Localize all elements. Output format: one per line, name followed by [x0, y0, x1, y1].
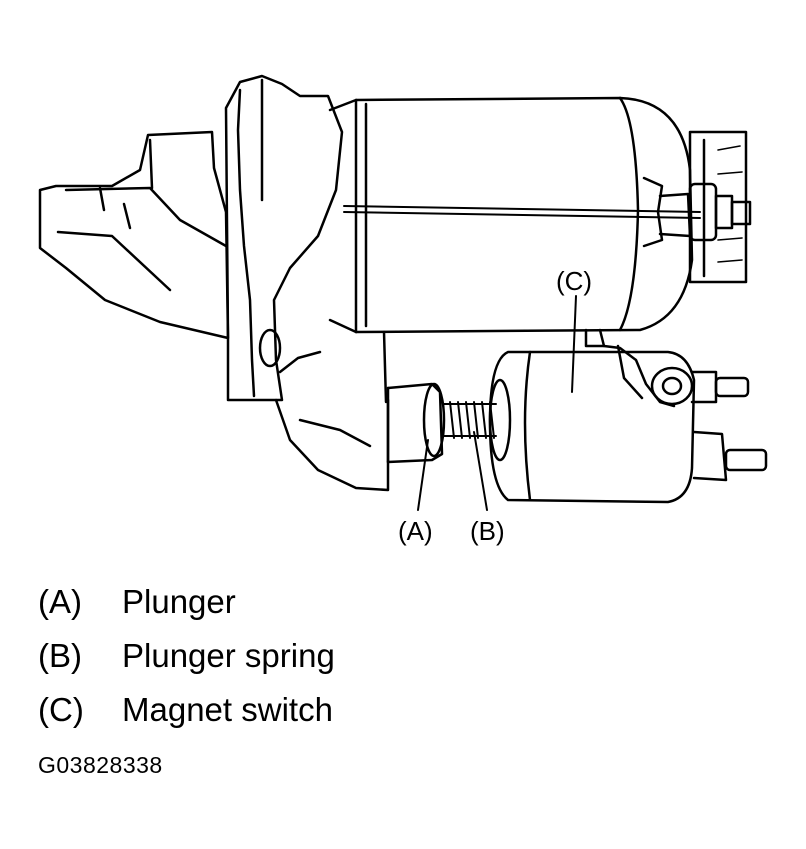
plunger: [386, 382, 446, 464]
legend-label: Magnet switch: [122, 691, 333, 728]
legend-code: (A): [38, 583, 82, 620]
legend-item-plunger: (A) Plunger: [38, 575, 335, 629]
leader-b: [473, 431, 488, 511]
drive-housing: [38, 130, 230, 340]
callout-c: (C): [556, 266, 592, 296]
legend: (A) Plunger (B) Plunger spring (C) Magne…: [38, 575, 335, 737]
motor-body: [328, 96, 701, 334]
leader-c: [571, 295, 577, 393]
lower-housing: [274, 330, 390, 492]
figure-id: G03828338: [38, 752, 163, 778]
callout-a: (A): [398, 516, 433, 546]
leader-lines: [417, 295, 577, 511]
legend-item-plunger-spring: (B) Plunger spring: [38, 629, 335, 683]
legend-label: Plunger: [122, 583, 236, 620]
leader-a: [417, 439, 429, 511]
magnet-switch: [488, 328, 768, 504]
plunger-spring: [443, 401, 497, 439]
legend-label: Plunger spring: [122, 637, 335, 674]
rear-bracket: [642, 130, 752, 284]
legend-item-magnet-switch: (C) Magnet switch: [38, 683, 335, 737]
legend-code: (C): [38, 691, 84, 728]
mounting-flange: [224, 74, 344, 402]
legend-code: (B): [38, 637, 82, 674]
starter-motor-diagram: (A) (B) (C): [38, 74, 768, 546]
callout-b: (B): [470, 516, 505, 546]
